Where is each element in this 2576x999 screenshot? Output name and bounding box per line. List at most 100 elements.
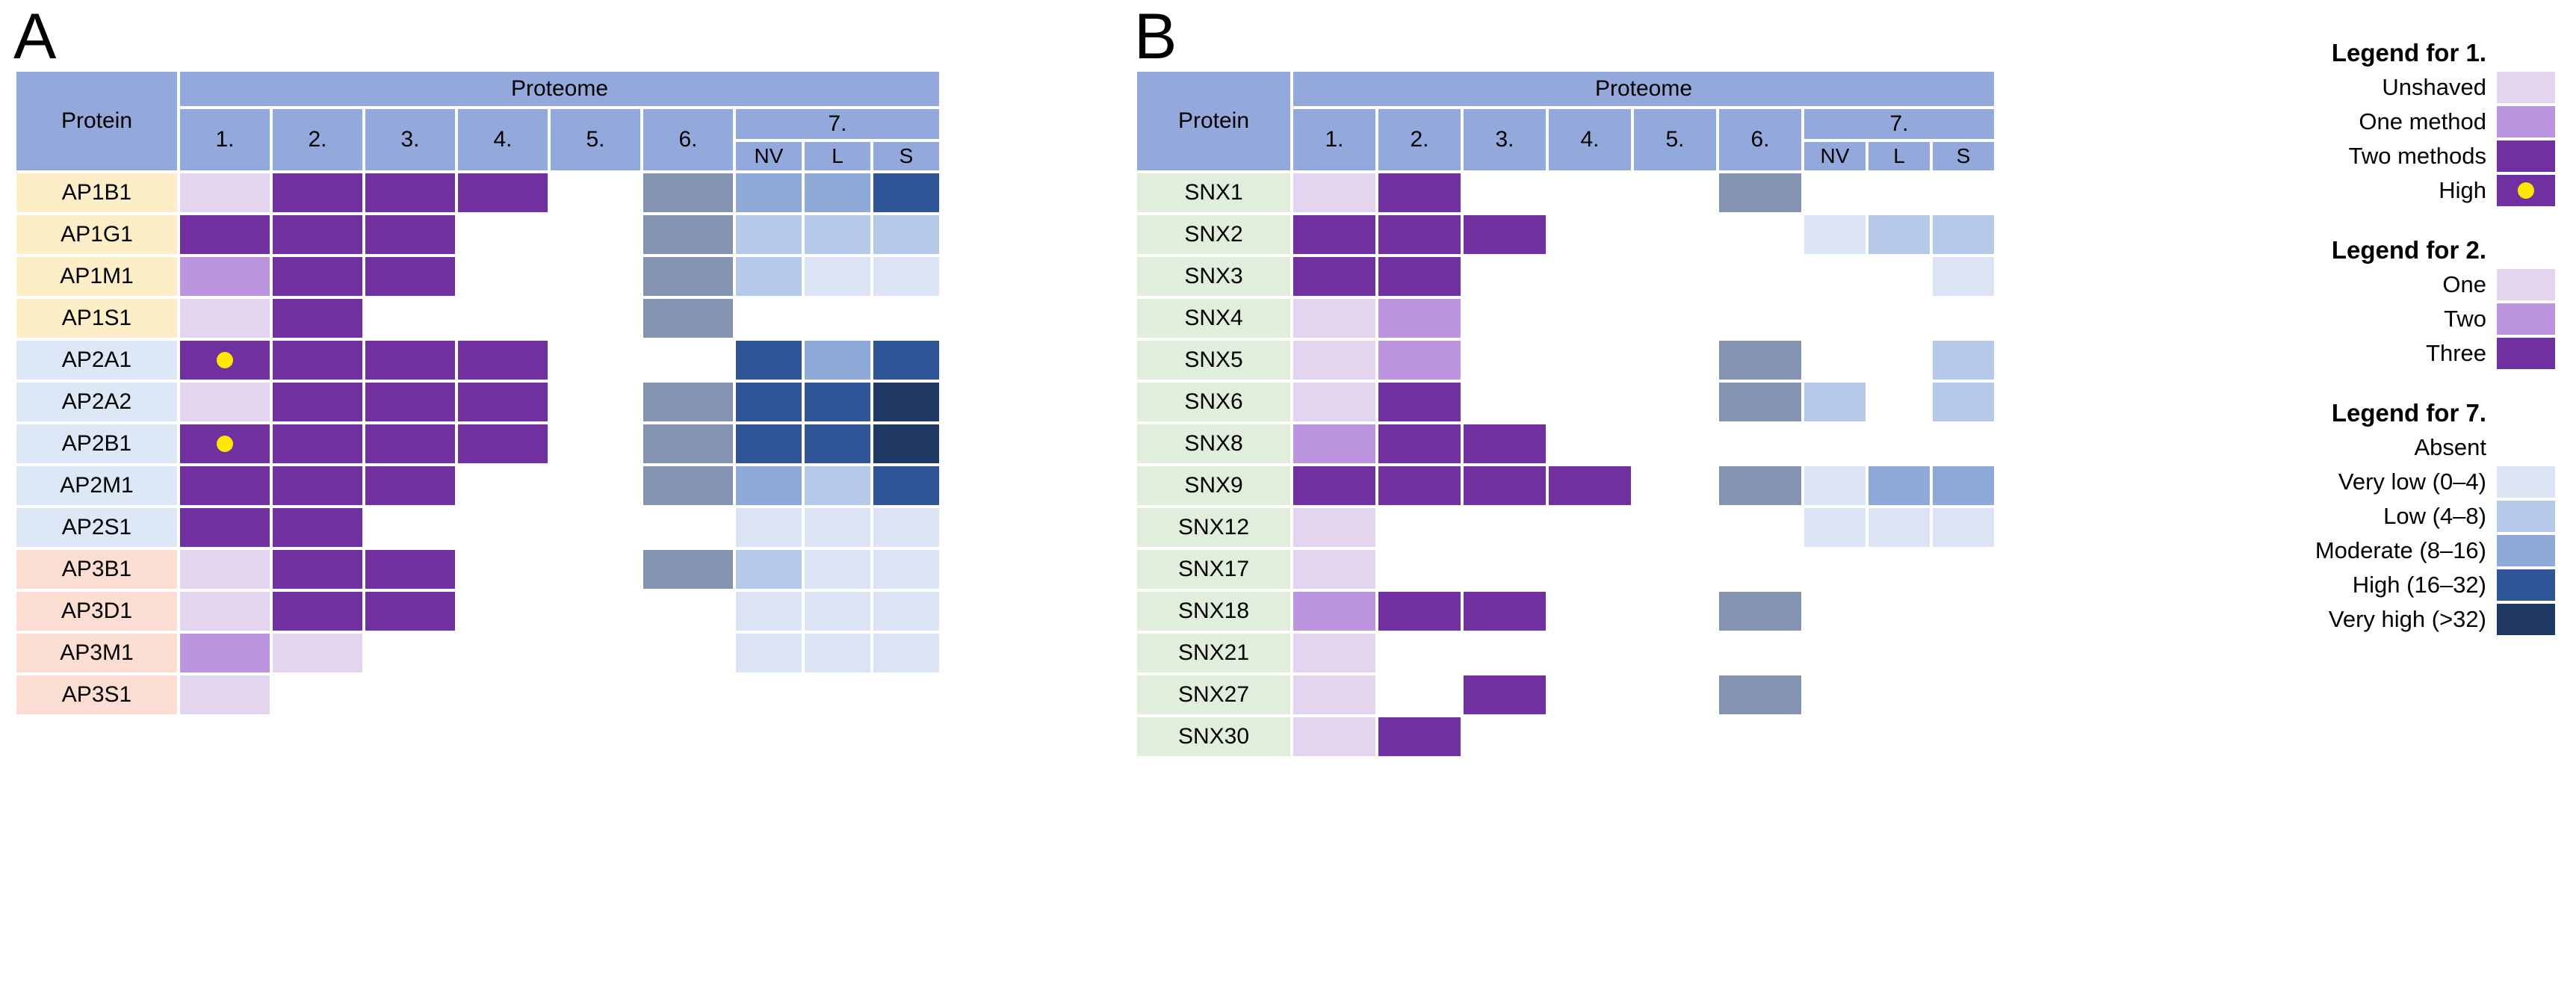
table-row: SNX12 [1137, 508, 1994, 547]
matrix-cell-AP2A2-7-L [805, 383, 870, 421]
matrix-cell-SNX5-7-S [1933, 341, 1994, 380]
matrix-cell-AP1B1-4 [458, 173, 548, 212]
matrix-cell-SNX4-6 [1719, 299, 1801, 338]
matrix-cell-AP2A2-4 [458, 383, 548, 421]
legend-spacer [2152, 372, 2555, 392]
matrix-cell-SNX6-1 [1293, 383, 1375, 421]
matrix-cell-AP2B1-7-L [805, 424, 870, 463]
protein-label-AP1G1: AP1G1 [16, 215, 177, 254]
legend-swatch [2497, 303, 2555, 335]
column-header-7-nv: NV [1804, 142, 1866, 170]
matrix-cell-SNX8-1 [1293, 424, 1375, 463]
matrix-cell-AP2M1-4 [458, 466, 548, 505]
matrix-cell-SNX21-1 [1293, 634, 1375, 672]
protein-label-AP2S1: AP2S1 [16, 508, 177, 547]
table-row: AP3B1 [16, 550, 939, 589]
protein-label-AP1M1: AP1M1 [16, 257, 177, 296]
matrix-cell-SNX27-6 [1719, 675, 1801, 714]
matrix-cell-SNX12-4 [1549, 508, 1631, 547]
matrix-cell-SNX2-1 [1293, 215, 1375, 254]
column-header-protein: Protein [1137, 72, 1290, 170]
matrix-cell-SNX27-5 [1634, 675, 1716, 714]
matrix-cell-SNX9-3 [1464, 466, 1546, 505]
matrix-cell-AP3M1-7-L [805, 634, 870, 672]
protein-label-AP3B1: AP3B1 [16, 550, 177, 589]
matrix-cell-SNX18-7-L [1868, 592, 1930, 631]
column-header-1: 1. [1293, 109, 1375, 170]
legend-item: One [2152, 268, 2555, 300]
legend-swatch [2497, 603, 2555, 635]
legend-item: Low (4–8) [2152, 500, 2555, 532]
matrix-cell-AP2M1-2 [273, 466, 362, 505]
column-header-6: 6. [1719, 109, 1801, 170]
matrix-cell-AP3D1-6 [643, 592, 733, 631]
table-row: AP1G1 [16, 215, 939, 254]
protein-label-SNX12: SNX12 [1137, 508, 1290, 547]
matrix-cell-SNX6-6 [1719, 383, 1801, 421]
column-header-7: 7. [736, 109, 939, 139]
matrix-cell-AP1M1-7-L [805, 257, 870, 296]
matrix-cell-SNX12-7-NV [1804, 508, 1866, 547]
matrix-cell-SNX12-5 [1634, 508, 1716, 547]
matrix-cell-SNX9-7-S [1933, 466, 1994, 505]
matrix-cell-AP2A1-7-NV [736, 341, 802, 380]
matrix-cell-SNX18-6 [1719, 592, 1801, 631]
matrix-cell-SNX2-5 [1634, 215, 1716, 254]
matrix-cell-SNX21-7-NV [1804, 634, 1866, 672]
matrix-cell-AP1S1-7-L [805, 299, 870, 338]
matrix-cell-SNX6-2 [1378, 383, 1461, 421]
legend-item-label: Very low (0–4) [2338, 468, 2486, 495]
matrix-cell-SNX21-5 [1634, 634, 1716, 672]
matrix-cell-SNX12-7-L [1868, 508, 1930, 547]
legend-item-label: One [2442, 270, 2486, 297]
matrix-cell-AP2B1-1 [180, 424, 270, 463]
matrix-cell-AP2A1-6 [643, 341, 733, 380]
matrix-cell-AP3D1-2 [273, 592, 362, 631]
matrix-cell-SNX6-7-S [1933, 383, 1994, 421]
matrix-cell-AP1G1-6 [643, 215, 733, 254]
legend-item: High (16–32) [2152, 569, 2555, 601]
protein-label-SNX1: SNX1 [1137, 173, 1290, 212]
protein-label-AP2A1: AP2A1 [16, 341, 177, 380]
panel-a-letter: A [13, 1, 57, 72]
matrix-cell-SNX18-7-NV [1804, 592, 1866, 631]
matrix-cell-SNX6-5 [1634, 383, 1716, 421]
matrix-cell-AP2B1-5 [551, 424, 640, 463]
table-row: SNX5 [1137, 341, 1994, 380]
matrix-cell-SNX8-6 [1719, 424, 1801, 463]
table-row: SNX6 [1137, 383, 1994, 421]
matrix-cell-SNX21-4 [1549, 634, 1631, 672]
matrix-cell-AP1G1-7-L [805, 215, 870, 254]
matrix-cell-SNX21-2 [1378, 634, 1461, 672]
matrix-cell-AP3M1-6 [643, 634, 733, 672]
matrix-cell-AP3S1-4 [458, 675, 548, 714]
matrix-cell-SNX27-7-NV [1804, 675, 1866, 714]
legend-swatch [2497, 174, 2555, 206]
matrix-cell-AP1G1-4 [458, 215, 548, 254]
protein-label-SNX17: SNX17 [1137, 550, 1290, 589]
column-header-7-s: S [873, 142, 939, 170]
matrix-cell-AP3D1-7-S [873, 592, 939, 631]
matrix-cell-AP1G1-3 [365, 215, 455, 254]
matrix-cell-AP2B1-3 [365, 424, 455, 463]
matrix-cell-AP1S1-7-NV [736, 299, 802, 338]
matrix-cell-SNX2-7-S [1933, 215, 1994, 254]
matrix-cell-SNX8-3 [1464, 424, 1546, 463]
matrix-cell-SNX17-7-NV [1804, 550, 1866, 589]
matrix-cell-AP2A1-2 [273, 341, 362, 380]
matrix-cell-SNX2-2 [1378, 215, 1461, 254]
column-header-proteome: Proteome [1293, 72, 1994, 106]
matrix-cell-AP2A1-3 [365, 341, 455, 380]
matrix-cell-AP2B1-6 [643, 424, 733, 463]
matrix-cell-AP2M1-7-NV [736, 466, 802, 505]
legend-item-label: Low (4–8) [2383, 502, 2486, 529]
protein-label-AP2M1: AP2M1 [16, 466, 177, 505]
matrix-cell-SNX12-2 [1378, 508, 1461, 547]
table-row: AP2A2 [16, 383, 939, 421]
matrix-cell-SNX30-4 [1549, 717, 1631, 756]
matrix-cell-AP3D1-3 [365, 592, 455, 631]
protein-label-SNX27: SNX27 [1137, 675, 1290, 714]
matrix-cell-AP1S1-3 [365, 299, 455, 338]
